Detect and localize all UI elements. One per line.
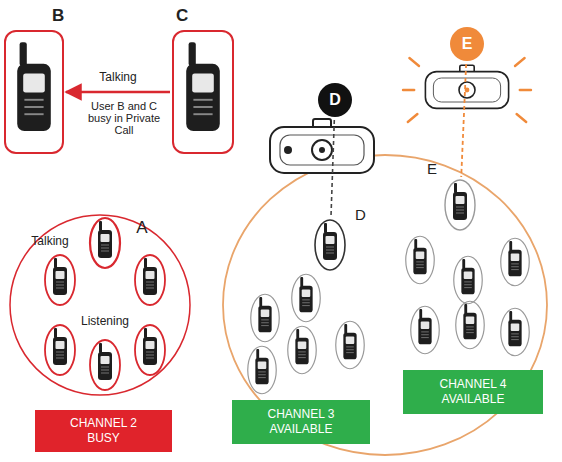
walkie-talkie: [292, 274, 321, 322]
walkie-talkie: [288, 326, 317, 374]
walkie-talkie: [501, 308, 530, 356]
node-letter: B: [52, 6, 64, 26]
walkie-talkie: [186, 42, 220, 131]
node-letter: D: [355, 206, 366, 223]
call-arrow: [66, 91, 170, 94]
walkie-talkie: [135, 255, 165, 305]
edge-label: Talking: [96, 70, 139, 84]
marker-circle: E: [450, 27, 484, 61]
walkie-talkie: [336, 321, 365, 369]
walkie-talkie: [45, 325, 75, 375]
channel-badge: CHANNEL 4 AVAILABLE: [403, 370, 543, 414]
node-letter: D: [329, 91, 341, 109]
radio-top-view: [403, 58, 531, 122]
radio-box: C: [172, 30, 234, 154]
walkie-talkie: [406, 236, 435, 284]
walkie-talkie: [17, 42, 51, 131]
node-letter: E: [427, 160, 437, 177]
walkie-talkie: [135, 325, 165, 375]
dashed-link: [461, 64, 466, 177]
channel-2-group: [10, 215, 190, 395]
walkie-talkie: [411, 306, 440, 354]
radio-box: B: [4, 30, 64, 154]
group-letter: A: [132, 218, 152, 238]
walkie-talkie: [456, 301, 485, 349]
caption-text: Talking: [22, 234, 78, 248]
walkie-talkie: [445, 180, 475, 230]
radio-unit: E: [445, 180, 475, 230]
channel-badge: CHANNEL 3 AVAILABLE: [232, 400, 370, 444]
walkie-talkie: [90, 218, 120, 268]
walkie-talkie: [454, 256, 483, 304]
node-letter: C: [176, 6, 188, 26]
walkie-talkie: [248, 346, 277, 394]
caption-text: User B and C busy in Private Call: [78, 100, 170, 136]
walkie-talkie: [501, 238, 530, 286]
walkie-talkie: [90, 340, 120, 390]
channel-label: CHANNEL 4 AVAILABLE: [430, 377, 516, 407]
walkie-talkie: [45, 255, 75, 305]
dashed-link: [331, 120, 334, 217]
node-letter: E: [462, 35, 473, 53]
radio-unit: D: [315, 220, 345, 270]
marker-circle: D: [318, 83, 352, 117]
radio-top-view: [270, 119, 374, 173]
caption-text: Listening: [77, 314, 133, 328]
walkie-talkie: [251, 294, 280, 342]
channel-3-group: [223, 155, 547, 455]
channel-label: CHANNEL 3 AVAILABLE: [258, 407, 344, 437]
walkie-talkie: [315, 220, 345, 270]
channel-badge: CHANNEL 2 BUSY: [35, 410, 172, 452]
channel-label: CHANNEL 2 BUSY: [61, 416, 147, 446]
